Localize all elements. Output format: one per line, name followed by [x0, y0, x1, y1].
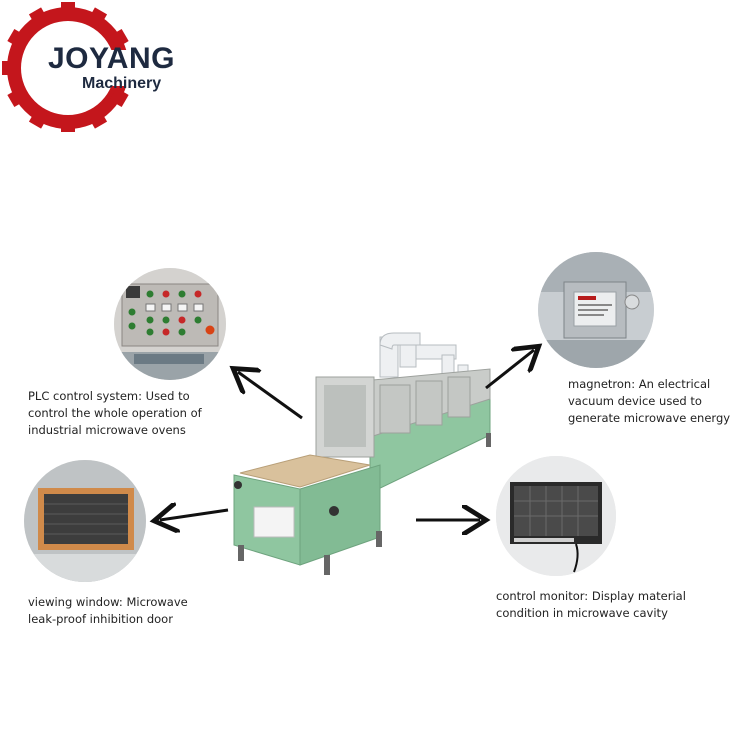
caption-magnetron-line: generate microwave energy — [568, 411, 731, 425]
microwave-machine-image — [233, 332, 491, 575]
gear-logo-icon — [2, 2, 142, 132]
caption-plc: PLC control system: Used to control the … — [28, 388, 202, 439]
caption-viewing-window: viewing window: Microwave leak-proof inh… — [28, 594, 188, 628]
caption-monitor-line: control monitor: Display material — [496, 589, 686, 603]
caption-plc-line: industrial microwave ovens — [28, 423, 186, 437]
viewing-window-image — [24, 460, 146, 582]
caption-plc-line: control the whole operation of — [28, 406, 202, 420]
logo-brand-text: JOYANG — [48, 42, 175, 75]
joyang-logo: JOYANG Machinery — [2, 2, 212, 132]
logo-sub-text: Machinery — [82, 75, 162, 92]
caption-monitor-line: condition in microwave cavity — [496, 606, 668, 620]
plc-panel-image — [114, 268, 226, 380]
caption-magnetron: magnetron: An electrical vacuum device u… — [568, 376, 730, 427]
caption-viewing-line: viewing window: Microwave — [28, 595, 188, 609]
caption-viewing-line: leak-proof inhibition door — [28, 612, 173, 626]
caption-magnetron-line: vacuum device used to — [568, 394, 702, 408]
caption-magnetron-line: magnetron: An electrical — [568, 377, 711, 391]
magnetron-image — [538, 252, 654, 368]
caption-plc-line: PLC control system: Used to — [28, 389, 190, 403]
caption-control-monitor: control monitor: Display material condit… — [496, 588, 686, 622]
control-monitor-image — [496, 456, 616, 576]
